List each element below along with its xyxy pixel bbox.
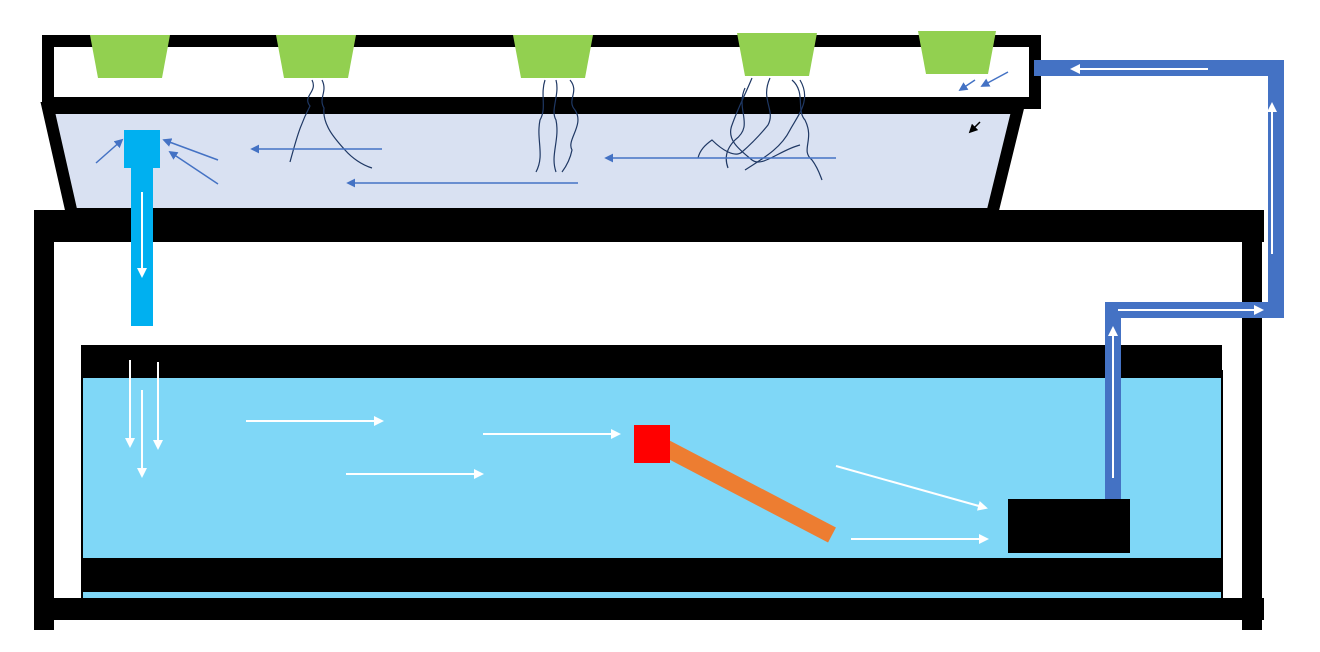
plant-pot — [90, 35, 170, 78]
root — [289, 79, 314, 163]
flow-arrow — [835, 465, 988, 511]
stand-left-leg — [34, 210, 54, 630]
flow-arrow — [162, 138, 219, 161]
root — [791, 79, 823, 181]
return-pipe — [1034, 60, 1284, 500]
flow-arrow — [168, 151, 219, 185]
fish-tank-bottom-water — [81, 592, 1222, 598]
plant-pot — [737, 33, 817, 76]
flow-arrow — [980, 71, 1009, 87]
root — [553, 79, 558, 173]
root — [725, 87, 746, 169]
root — [561, 79, 579, 173]
fish-tank — [81, 345, 1223, 598]
grow-bed — [40, 35, 1041, 220]
heater-cable — [654, 436, 836, 543]
root — [697, 77, 771, 159]
plant-pot — [276, 35, 356, 78]
overflow-drain-head — [124, 130, 160, 168]
stand-bottom-beam — [34, 598, 1264, 620]
fish-tank-rim — [81, 345, 1222, 378]
heater — [634, 425, 670, 463]
root — [321, 79, 373, 169]
plant-roots — [289, 77, 823, 181]
flow-arrow — [958, 79, 976, 91]
grow-bed-flow — [95, 71, 1009, 188]
plant-pot — [513, 35, 593, 78]
plant-pots — [90, 31, 996, 78]
fish-tank-base — [81, 558, 1222, 592]
flow-arrow — [95, 138, 124, 164]
stand-right-leg — [1242, 210, 1262, 630]
root — [535, 79, 546, 173]
flow-arrow — [968, 121, 981, 134]
overflow-drain — [124, 130, 160, 326]
tank-flow — [125, 360, 989, 544]
water-pump — [1008, 499, 1130, 553]
grow-bed-water — [40, 102, 1026, 220]
root — [744, 79, 806, 171]
plant-pot — [918, 31, 996, 74]
